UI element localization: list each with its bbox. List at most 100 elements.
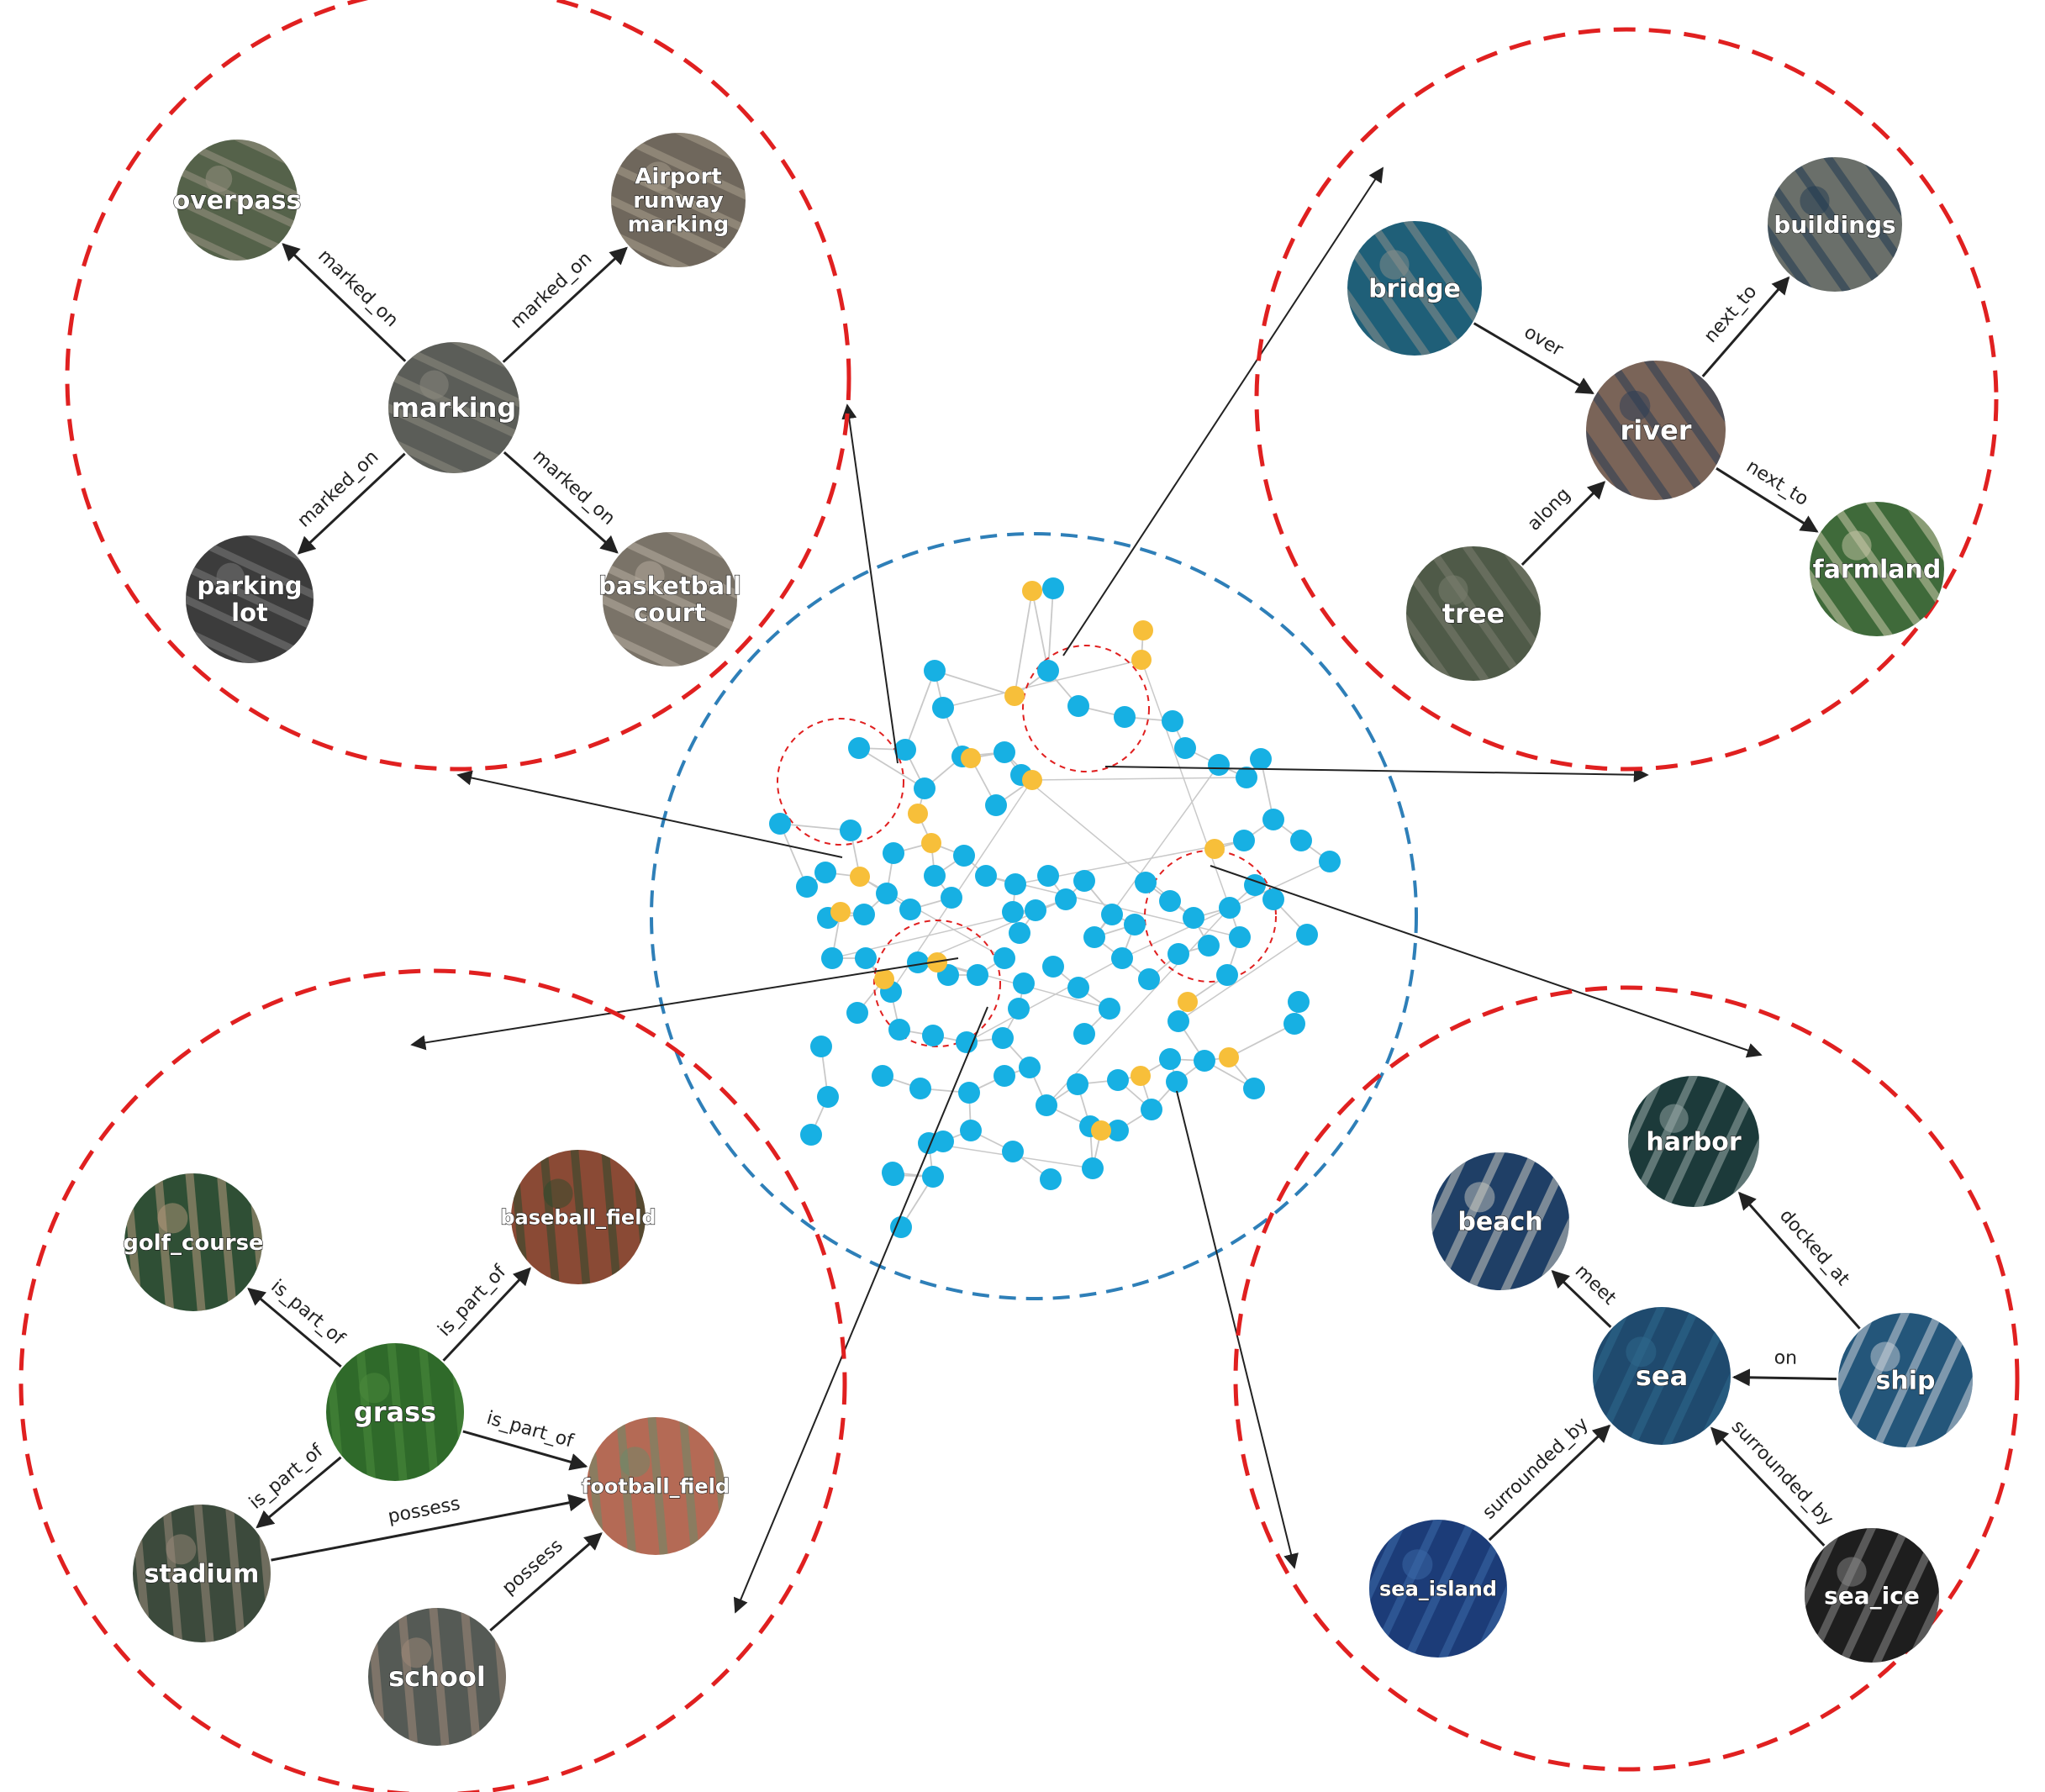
- relation-label: marked_on: [293, 446, 382, 532]
- entity-node: [1037, 865, 1059, 887]
- relation-node: [1022, 770, 1042, 790]
- entity-node: [817, 1086, 839, 1108]
- relation-node: [908, 804, 928, 824]
- relation-label: possess: [387, 1494, 462, 1528]
- entity-node-baseball[interactable]: baseball_field: [500, 1144, 656, 1289]
- entity-node: [876, 883, 898, 904]
- entity-node-farmland[interactable]: farmland: [1787, 476, 1971, 661]
- entity-node-marking[interactable]: marking: [368, 320, 540, 491]
- relation-label: marked_on: [507, 248, 596, 333]
- entity-label-line: Airport: [635, 165, 722, 190]
- relation-label: along: [1524, 484, 1575, 535]
- relation-label: next_to: [1700, 282, 1762, 347]
- entity-node: [909, 1078, 931, 1099]
- relation-node: [1131, 1066, 1151, 1086]
- entity-node: [1319, 851, 1341, 872]
- entity-node: [1166, 1071, 1188, 1093]
- entity-label-line: basketball: [598, 572, 741, 600]
- entity-node: [1013, 972, 1035, 994]
- entity-label-line: parking: [197, 572, 302, 600]
- entity-node: [1036, 1094, 1057, 1116]
- relation-edge-bridge-river: [1473, 322, 1594, 395]
- entity-node-buildings[interactable]: buildings: [1745, 131, 1929, 316]
- entity-node-football[interactable]: football_field: [581, 1411, 730, 1560]
- entity-node-beach[interactable]: beach: [1413, 1131, 1592, 1313]
- entity-node-school[interactable]: school: [366, 1602, 512, 1751]
- subgraph-highlight-ring: [777, 718, 904, 846]
- entity-label: buildings: [1774, 211, 1895, 239]
- relation-node: [850, 867, 870, 887]
- entity-node: [1055, 888, 1077, 910]
- relation-edge-river-buildings: [1701, 276, 1790, 377]
- entity-node-stadium[interactable]: stadium: [131, 1499, 277, 1647]
- graph-edge: [1141, 659, 1231, 909]
- entity-node: [1042, 577, 1064, 599]
- entity-node: [975, 865, 997, 887]
- entity-node-sea[interactable]: sea: [1574, 1286, 1753, 1468]
- relation-edge-grass-stadium: [256, 1456, 342, 1529]
- entity-node: [883, 842, 904, 864]
- entity-node: [1290, 830, 1312, 851]
- entity-node: [1167, 943, 1189, 965]
- pointer-arrow: [1176, 1090, 1299, 1569]
- relation-edge-ice-sea: [1710, 1426, 1826, 1547]
- entity-node: [1159, 890, 1181, 912]
- graph-edge: [1047, 588, 1054, 672]
- entity-node: [1233, 830, 1255, 851]
- entity-node: [992, 1027, 1014, 1049]
- graph-edge: [1178, 934, 1308, 1022]
- relation-label: marked_on: [314, 245, 402, 331]
- entity-node-harbor[interactable]: harbor: [1610, 1056, 1781, 1228]
- entity-label: harbor: [1646, 1128, 1741, 1157]
- entity-node: [846, 1002, 868, 1024]
- entity-node-bridge[interactable]: bridge: [1325, 195, 1509, 380]
- entity-node-grass[interactable]: grass: [324, 1337, 470, 1486]
- entity-node: [932, 697, 954, 719]
- entity-node-ship[interactable]: ship: [1820, 1293, 1995, 1470]
- entity-node: [1111, 947, 1133, 969]
- entity-node: [872, 1065, 893, 1087]
- entity-node: [1067, 1073, 1088, 1095]
- entity-node: [821, 947, 843, 969]
- relation-edge-tree-river: [1521, 481, 1606, 566]
- entity-label: sea: [1636, 1360, 1688, 1392]
- pointer-arrow: [733, 1006, 988, 1614]
- subgraph-highlight-ring: [1022, 645, 1150, 772]
- entity-label: school: [388, 1661, 486, 1693]
- entity-node: [1073, 1023, 1095, 1045]
- entity-label: sea_ice: [1824, 1582, 1920, 1610]
- relation-edge-school-football: [489, 1532, 603, 1631]
- entity-node: [1124, 914, 1146, 936]
- entity-node: [814, 862, 836, 883]
- entity-node: [1219, 897, 1241, 919]
- entity-node: [1067, 695, 1089, 717]
- entity-node: [1040, 1168, 1062, 1190]
- entity-node: [1004, 873, 1026, 895]
- relation-edge-ship-harbor: [1738, 1191, 1861, 1330]
- entity-label: baseball_field: [500, 1205, 656, 1229]
- entity-node: [1138, 968, 1160, 990]
- entity-label: football_field: [582, 1474, 730, 1498]
- entity-node: [922, 1166, 944, 1188]
- entity-node-golf[interactable]: golf_course: [123, 1167, 268, 1316]
- entity-node: [848, 737, 870, 759]
- graph-edge: [1031, 777, 1247, 781]
- entity-node: [932, 1131, 954, 1152]
- entity-node: [958, 1082, 980, 1104]
- graph-edge: [966, 957, 1123, 1043]
- relation-label: surrounded_by: [1727, 1416, 1837, 1530]
- relation-label: next_to: [1742, 456, 1812, 511]
- entity-label: beach: [1457, 1208, 1542, 1237]
- entity-label: stadium: [145, 1560, 260, 1589]
- entity-node: [1008, 998, 1030, 1020]
- graph-edge: [942, 659, 1142, 709]
